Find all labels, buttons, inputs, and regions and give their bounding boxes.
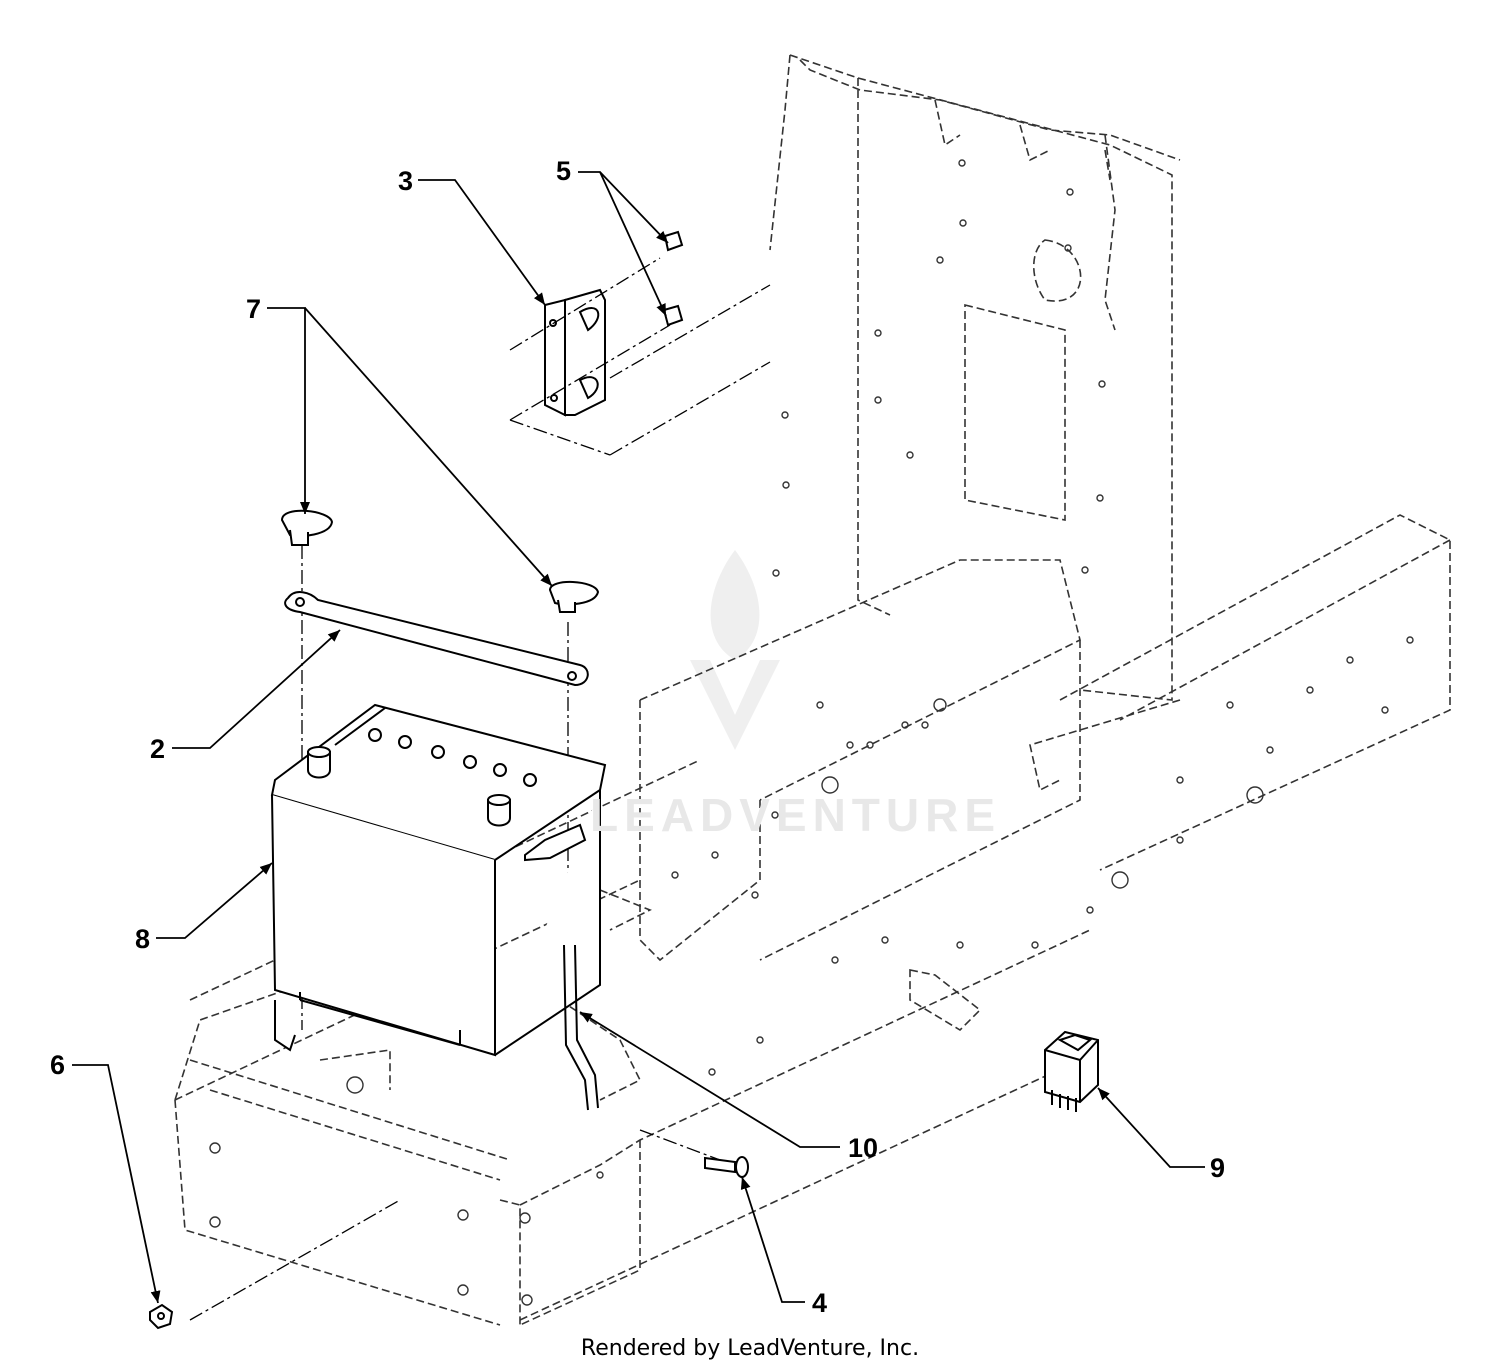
strap-part-2 bbox=[284, 591, 589, 687]
battery-part-8 bbox=[270, 703, 607, 1057]
callout-10: 10 bbox=[848, 1133, 879, 1163]
bracket-part-3 bbox=[544, 288, 606, 417]
callout-2: 2 bbox=[150, 734, 166, 764]
callout-9: 9 bbox=[1210, 1153, 1226, 1183]
callout-4: 4 bbox=[812, 1288, 828, 1318]
rod-part-10 bbox=[563, 944, 599, 1111]
callout-5: 5 bbox=[556, 156, 572, 186]
switch-part-9 bbox=[1044, 1030, 1099, 1112]
frame-holes bbox=[209, 159, 1414, 1306]
callout-3: 3 bbox=[398, 166, 414, 196]
tractor-frame bbox=[174, 54, 1451, 1326]
nut-part-6 bbox=[149, 1303, 174, 1330]
screws-part-5 bbox=[662, 230, 684, 327]
clips-part-7 bbox=[280, 509, 600, 613]
watermark-text: LEADVENTURE bbox=[590, 789, 1002, 841]
callout-8: 8 bbox=[135, 924, 151, 954]
watermark-logo bbox=[690, 550, 780, 750]
leader-lines bbox=[72, 171, 1205, 1304]
callout-6: 6 bbox=[50, 1050, 66, 1080]
footer-credit: Rendered by LeadVenture, Inc. bbox=[580, 1336, 920, 1361]
callout-7: 7 bbox=[246, 294, 262, 324]
bolt-part-4 bbox=[704, 1156, 749, 1178]
